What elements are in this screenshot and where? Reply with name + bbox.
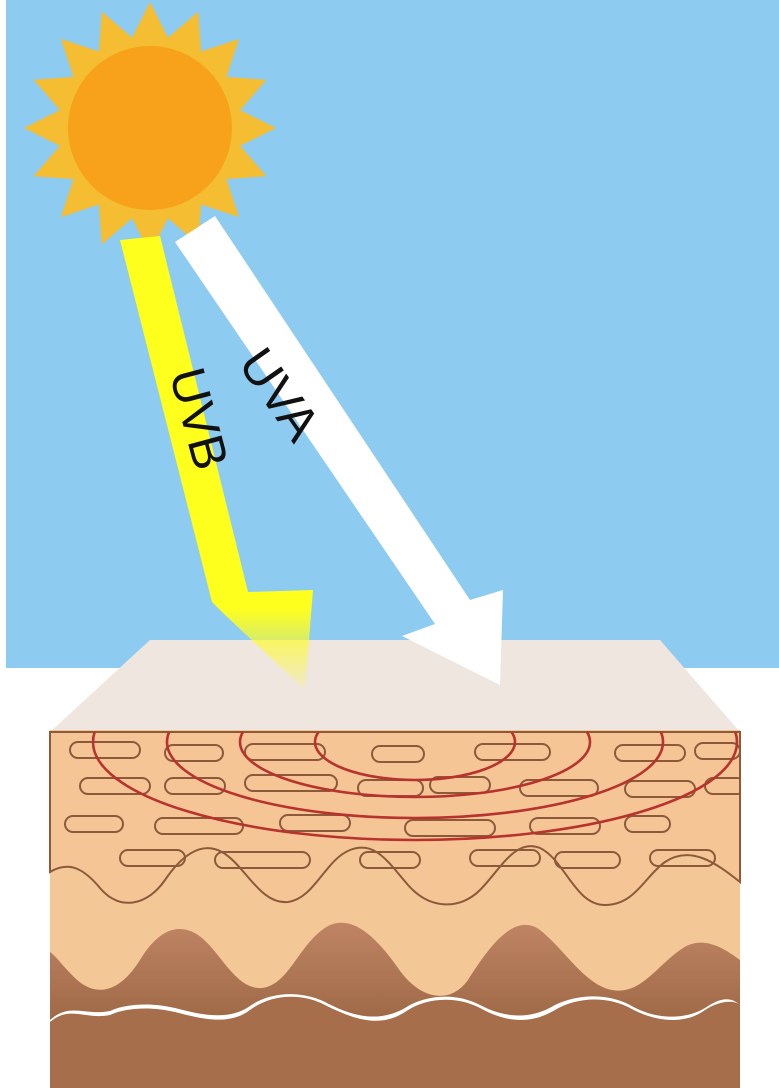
skin-surface: [50, 640, 740, 732]
sun-icon: [24, 2, 276, 254]
